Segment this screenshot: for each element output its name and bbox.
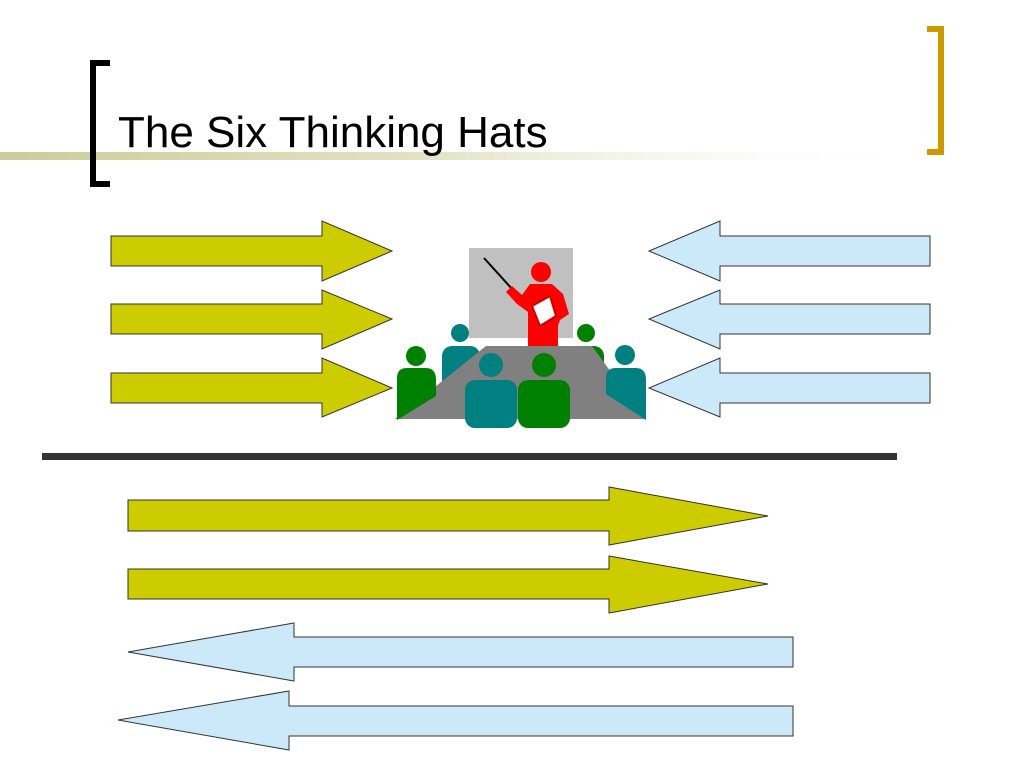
presenter-figure	[506, 262, 569, 350]
arrow-left-upper-2	[647, 289, 931, 350]
right-bracket-decoration	[927, 26, 944, 155]
title-underline-bar	[0, 152, 940, 160]
long-arrow-right-1	[127, 486, 769, 546]
meeting-illustration	[395, 248, 646, 428]
arrow-right-upper-1	[110, 220, 394, 282]
attendee-front-green	[518, 353, 570, 428]
arrow-right-upper-2	[110, 289, 394, 350]
long-arrow-left-2	[117, 690, 794, 751]
arrow-left-upper-3	[647, 357, 931, 418]
attendee-far-right	[606, 345, 646, 420]
attendee-far-left	[397, 346, 436, 420]
page-title: The Six Thinking Hats	[118, 108, 548, 157]
arrow-left-upper-1	[647, 220, 931, 282]
long-arrow-right-2	[127, 555, 769, 614]
long-arrow-left-1	[127, 622, 794, 682]
horizontal-divider	[42, 453, 897, 460]
meeting-table	[395, 346, 645, 419]
left-bracket-decoration	[90, 60, 110, 187]
attendee-front-teal	[465, 353, 517, 428]
pointer-stick	[483, 257, 514, 291]
arrow-right-upper-3	[110, 357, 394, 418]
